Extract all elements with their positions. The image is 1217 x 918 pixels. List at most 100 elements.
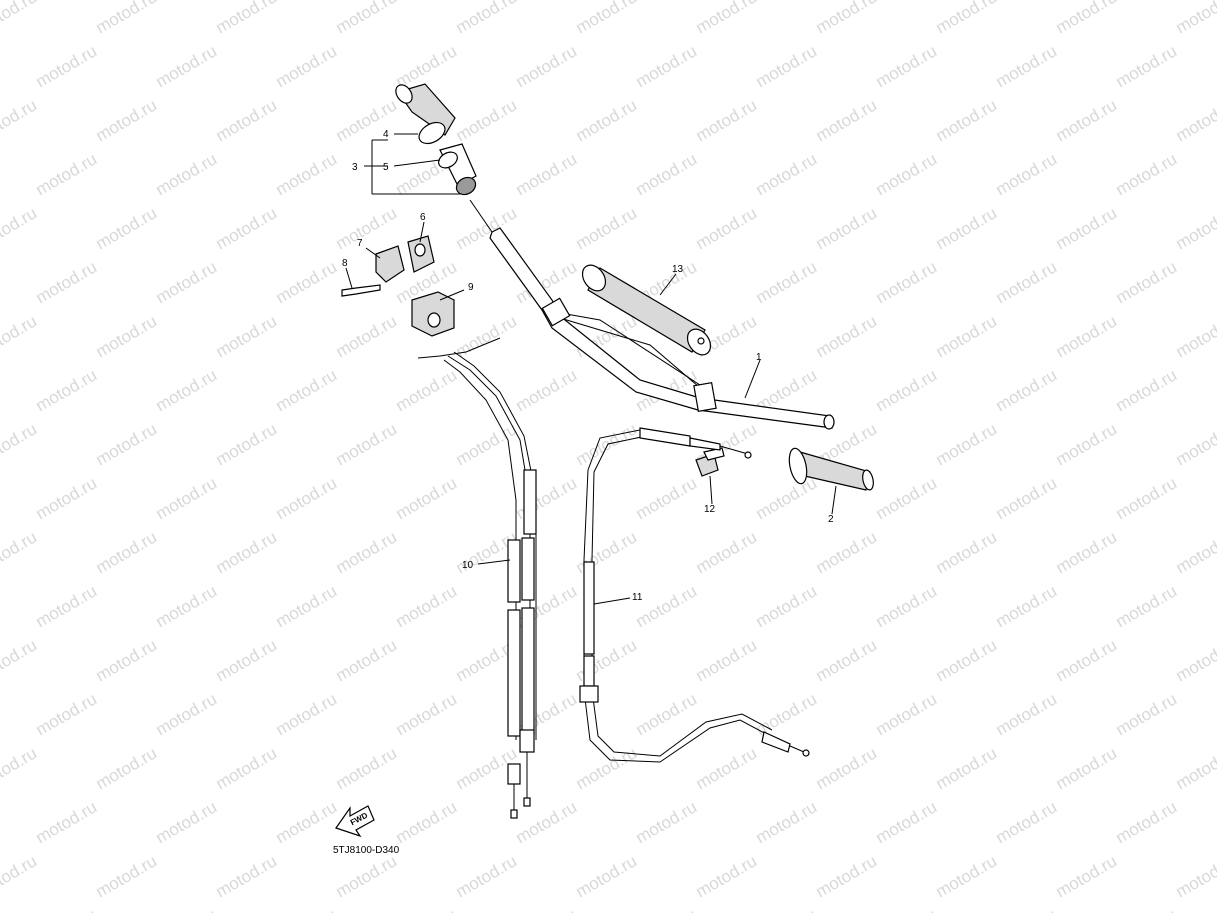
watermark: motod.ru (1173, 851, 1217, 901)
callout-3: 3 (352, 162, 358, 173)
watermark: motod.ru (93, 419, 161, 469)
watermark: motod.ru (93, 527, 161, 577)
watermark: motod.ru (1113, 905, 1181, 913)
watermark: motod.ru (93, 311, 161, 361)
watermark: motod.ru (273, 797, 341, 847)
watermark: motod.ru (693, 635, 761, 685)
watermark: motod.ru (213, 635, 281, 685)
watermark: motod.ru (213, 851, 281, 901)
watermark: motod.ru (273, 149, 341, 199)
watermark: motod.ru (1113, 797, 1181, 847)
watermark: motod.ru (0, 743, 40, 793)
callout-5: 5 (383, 162, 389, 173)
watermark: motod.ru (933, 743, 1001, 793)
watermark: motod.ru (813, 527, 881, 577)
watermark: motod.ru (1113, 581, 1181, 631)
watermark: motod.ru (753, 149, 821, 199)
diagram-code: 5TJ8100-D340 (333, 845, 400, 856)
watermark: motod.ru (0, 0, 40, 37)
watermark: motod.ru (813, 0, 881, 37)
watermark: motod.ru (873, 149, 941, 199)
watermark: motod.ru (513, 41, 581, 91)
watermark: motod.ru (393, 689, 461, 739)
watermark: motod.ru (873, 905, 941, 913)
watermark: motod.ru (33, 149, 101, 199)
watermark: motod.ru (633, 689, 701, 739)
watermark: motod.ru (213, 419, 281, 469)
fwd-arrow-icon: FWD (336, 806, 374, 836)
watermark: motod.ru (873, 365, 941, 415)
watermark: motod.ru (933, 851, 1001, 901)
watermark: motod.ru (813, 635, 881, 685)
watermark: motod.ru (1053, 527, 1121, 577)
watermark: motod.ru (633, 581, 701, 631)
watermark: motod.ru (453, 419, 521, 469)
watermark: motod.ru (813, 311, 881, 361)
watermark: motod.ru (1053, 95, 1121, 145)
watermark: motod.ru (753, 41, 821, 91)
watermark: motod.ru (0, 635, 40, 685)
watermark: motod.ru (633, 149, 701, 199)
watermark: motod.ru (573, 635, 641, 685)
watermark: motod.ru (393, 905, 461, 913)
watermark: motod.ru (1053, 743, 1121, 793)
watermark: motod.ru (273, 365, 341, 415)
watermark: motod.ru (33, 905, 101, 913)
watermark: motod.ru (513, 905, 581, 913)
watermark: motod.ru (573, 0, 641, 37)
watermark: motod.ru (513, 365, 581, 415)
watermark: motod.ru (693, 95, 761, 145)
watermark: motod.ru (573, 95, 641, 145)
callout-6: 6 (420, 212, 426, 223)
watermark: motod.ru (393, 41, 461, 91)
watermark: motod.ru (753, 473, 821, 523)
watermark: motod.ru (933, 419, 1001, 469)
watermark: motod.ru (573, 419, 641, 469)
watermark: motod.ru (273, 473, 341, 523)
watermark: motod.ru (0, 527, 40, 577)
watermark: motod.ru (333, 851, 401, 901)
watermark: motod.ru (633, 473, 701, 523)
watermark: motod.ru (213, 743, 281, 793)
watermark: motod.ru (33, 41, 101, 91)
watermark: motod.ru (93, 0, 161, 37)
watermark: motod.ru (873, 689, 941, 739)
watermark: motod.ru (993, 257, 1061, 307)
watermark: motod.ru (0, 203, 40, 253)
watermark: motod.ru (933, 0, 1001, 37)
watermark: motod.ru (453, 311, 521, 361)
watermark: motod.ru (333, 203, 401, 253)
watermark: motod.ru (1173, 95, 1217, 145)
callout-11: 11 (632, 592, 643, 603)
watermark: motod.ru (153, 365, 221, 415)
watermark: motod.ru (993, 473, 1061, 523)
watermark: motod.ru (0, 311, 40, 361)
watermark: motod.ru (513, 797, 581, 847)
watermark: motod.ru (693, 851, 761, 901)
watermark: motod.ru (333, 419, 401, 469)
watermark: motod.ru (933, 635, 1001, 685)
watermark: motod.ru (993, 149, 1061, 199)
watermark: motod.ru (333, 527, 401, 577)
watermark: motod.ru (153, 473, 221, 523)
watermark: motod.ru (873, 41, 941, 91)
watermark: motod.ru (633, 797, 701, 847)
watermark: motod.ru (633, 41, 701, 91)
watermark: motod.ru (993, 365, 1061, 415)
watermark: motod.ru (393, 581, 461, 631)
watermark: motod.ru (513, 149, 581, 199)
watermark: motod.ru (213, 203, 281, 253)
watermark: motod.ru (1173, 743, 1217, 793)
watermark: motod.ru (153, 149, 221, 199)
watermark: motod.ru (213, 527, 281, 577)
watermark: motod.ru (153, 689, 221, 739)
watermark: motod.ru (933, 95, 1001, 145)
watermark: motod.ru (93, 635, 161, 685)
watermark: motod.ru (1173, 527, 1217, 577)
watermark: motod.ru (93, 203, 161, 253)
watermark: motod.ru (0, 851, 40, 901)
watermark: motod.ru (333, 311, 401, 361)
watermark: motod.ru (333, 743, 401, 793)
watermark: motod.ru (393, 473, 461, 523)
